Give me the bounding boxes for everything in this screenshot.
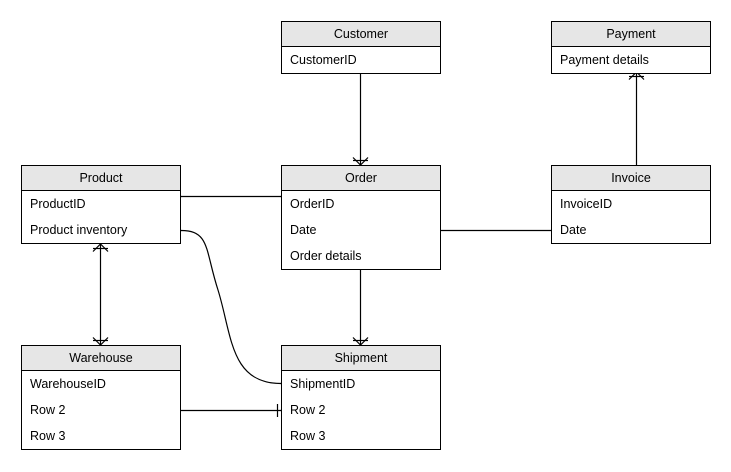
connector-order-shipment[interactable] bbox=[352, 268, 369, 346]
entity-invoice[interactable]: Invoice InvoiceID Date bbox=[551, 165, 711, 244]
entity-product[interactable]: Product ProductID Product inventory bbox=[21, 165, 181, 244]
connector-product-warehouse[interactable] bbox=[92, 243, 109, 346]
attribute-row[interactable]: Date bbox=[560, 223, 587, 237]
attribute-row[interactable]: OrderID bbox=[290, 197, 335, 211]
attribute-row[interactable]: Date bbox=[290, 223, 317, 237]
entity-warehouse-attributes: WarehouseID Row 2 Row 3 bbox=[22, 371, 180, 449]
attribute-row[interactable]: Payment details bbox=[560, 53, 649, 67]
attribute-row[interactable]: Order details bbox=[290, 249, 362, 263]
entity-product-title: Product bbox=[22, 166, 180, 191]
attribute-row[interactable]: Row 2 bbox=[290, 403, 326, 417]
entity-payment[interactable]: Payment Payment details bbox=[551, 21, 711, 74]
connector-warehouse-shipment[interactable] bbox=[181, 402, 289, 419]
entity-invoice-title: Invoice bbox=[552, 166, 710, 191]
connector-payment-invoice[interactable] bbox=[628, 71, 645, 165]
entity-order[interactable]: Order OrderID Date Order details bbox=[281, 165, 441, 270]
attribute-row[interactable]: Row 3 bbox=[30, 429, 66, 443]
attribute-row[interactable]: WarehouseID bbox=[30, 377, 106, 391]
connector-product-shipment[interactable] bbox=[173, 222, 289, 392]
entity-shipment[interactable]: Shipment ShipmentID Row 2 Row 3 bbox=[281, 345, 441, 450]
attribute-row[interactable]: Row 3 bbox=[290, 429, 326, 443]
entity-order-attributes: OrderID Date Order details bbox=[282, 191, 440, 269]
entity-customer-attributes: CustomerID bbox=[282, 47, 440, 73]
entity-warehouse[interactable]: Warehouse WarehouseID Row 2 Row 3 bbox=[21, 345, 181, 450]
connector-customer-order[interactable] bbox=[352, 72, 369, 166]
entity-payment-title: Payment bbox=[552, 22, 710, 47]
entity-warehouse-title: Warehouse bbox=[22, 346, 180, 371]
entity-order-title: Order bbox=[282, 166, 440, 191]
connector-product-order[interactable] bbox=[173, 188, 289, 205]
entity-product-attributes: ProductID Product inventory bbox=[22, 191, 180, 243]
attribute-row[interactable]: Product inventory bbox=[30, 223, 128, 237]
entity-customer-title: Customer bbox=[282, 22, 440, 47]
entity-customer[interactable]: Customer CustomerID bbox=[281, 21, 441, 74]
attribute-row[interactable]: CustomerID bbox=[290, 53, 357, 67]
entity-shipment-attributes: ShipmentID Row 2 Row 3 bbox=[282, 371, 440, 449]
entity-invoice-attributes: InvoiceID Date bbox=[552, 191, 710, 243]
attribute-row[interactable]: Row 2 bbox=[30, 403, 66, 417]
attribute-row[interactable]: ShipmentID bbox=[290, 377, 356, 391]
attribute-row[interactable]: InvoiceID bbox=[560, 197, 613, 211]
attribute-row[interactable]: ProductID bbox=[30, 197, 86, 211]
entity-shipment-title: Shipment bbox=[282, 346, 440, 371]
entity-payment-attributes: Payment details bbox=[552, 47, 710, 73]
